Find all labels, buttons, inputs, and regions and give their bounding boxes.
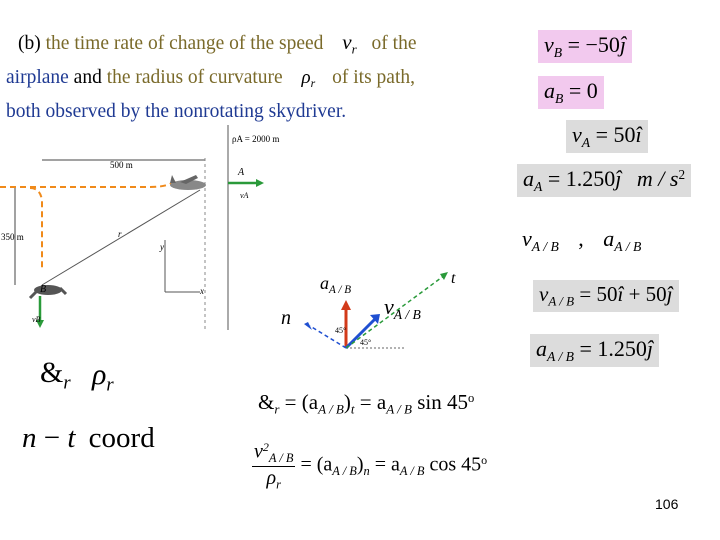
speed-symbol: vr	[342, 30, 357, 57]
part-label: (b)	[18, 33, 41, 54]
statement-text-2a: airplane	[6, 66, 69, 88]
nt-vector-diagram: 45° 45°	[304, 272, 448, 350]
statement-text-2b: the radius of curvature	[106, 66, 283, 88]
page-number: 106	[655, 496, 679, 512]
radius-symbol: ρr	[301, 66, 316, 90]
aAB-equation: aA / B = 1.250ĵ	[530, 334, 660, 367]
vdot-symbol: &r	[40, 356, 71, 394]
aAB-diagram-label: aA / B	[320, 273, 352, 296]
aB-equation: aB = 0	[538, 76, 604, 109]
t-axis-label: t	[451, 270, 456, 287]
flight-path-curve	[29, 187, 43, 270]
airplane-icon	[170, 175, 206, 190]
flight-path	[0, 179, 176, 188]
rho-symbol: ρr	[92, 358, 114, 396]
statement-line-1: (b) the time rate of change of the speed…	[6, 28, 476, 64]
vAB-diagram-label: vA / B	[384, 294, 421, 322]
vAB-equation: vA / B = 50î + 50ĵ	[533, 280, 679, 312]
n-axis	[309, 325, 347, 349]
label-x: x	[199, 286, 204, 296]
problem-statement: (b) the time rate of change of the speed…	[6, 28, 476, 126]
label-350m: 350 m	[1, 232, 24, 242]
vA-equation: vA = 50î	[566, 120, 648, 153]
label-A: A	[237, 167, 245, 178]
label-r: r	[118, 229, 122, 239]
velocity-vector	[344, 317, 377, 350]
statement-and: and	[73, 66, 102, 88]
nt-coord-label: n − t coord	[22, 422, 155, 454]
label-B: B	[40, 284, 46, 295]
label-rho-2000: ρA = 2000 m	[232, 134, 279, 144]
aA-equation: aA = 1.250ĵ m / s2	[517, 164, 692, 197]
label-500m: 500 m	[110, 160, 133, 170]
tangential-equation: &r = (aA / B)t = aA / B sin 45o	[258, 390, 475, 417]
label-vA: vA	[240, 191, 249, 200]
label-vB: vB	[32, 315, 41, 324]
airplane-skydiver-diagram: B A ρA = 2000 m 500 m 350 m r y x vA vB	[0, 125, 279, 330]
n-axis-label: n	[281, 307, 291, 329]
statement-text-2c: of its path,	[332, 66, 416, 88]
statement-text-1b: of the	[371, 33, 417, 54]
statement-line-3: both observed by the nonrotating skydriv…	[6, 100, 347, 122]
statement-text-1a: the time rate of change of the speed	[45, 33, 324, 54]
angle-label-2: 45°	[360, 338, 371, 347]
statement-line-2: airplane and the radius of curvature ρr …	[6, 64, 476, 98]
vB-equation: vB = −50ĵ	[538, 30, 633, 63]
skydiver-icon	[28, 285, 68, 300]
label-y: y	[159, 242, 164, 252]
normal-equation: v2A / B ρr = (aA / B)n = aA / B cos 45o	[252, 440, 488, 492]
normal-fraction: v2A / B ρr	[252, 440, 296, 492]
angle-label-1: 45°	[335, 326, 346, 335]
relative-symbols: vA / B , aA / B	[522, 226, 642, 254]
